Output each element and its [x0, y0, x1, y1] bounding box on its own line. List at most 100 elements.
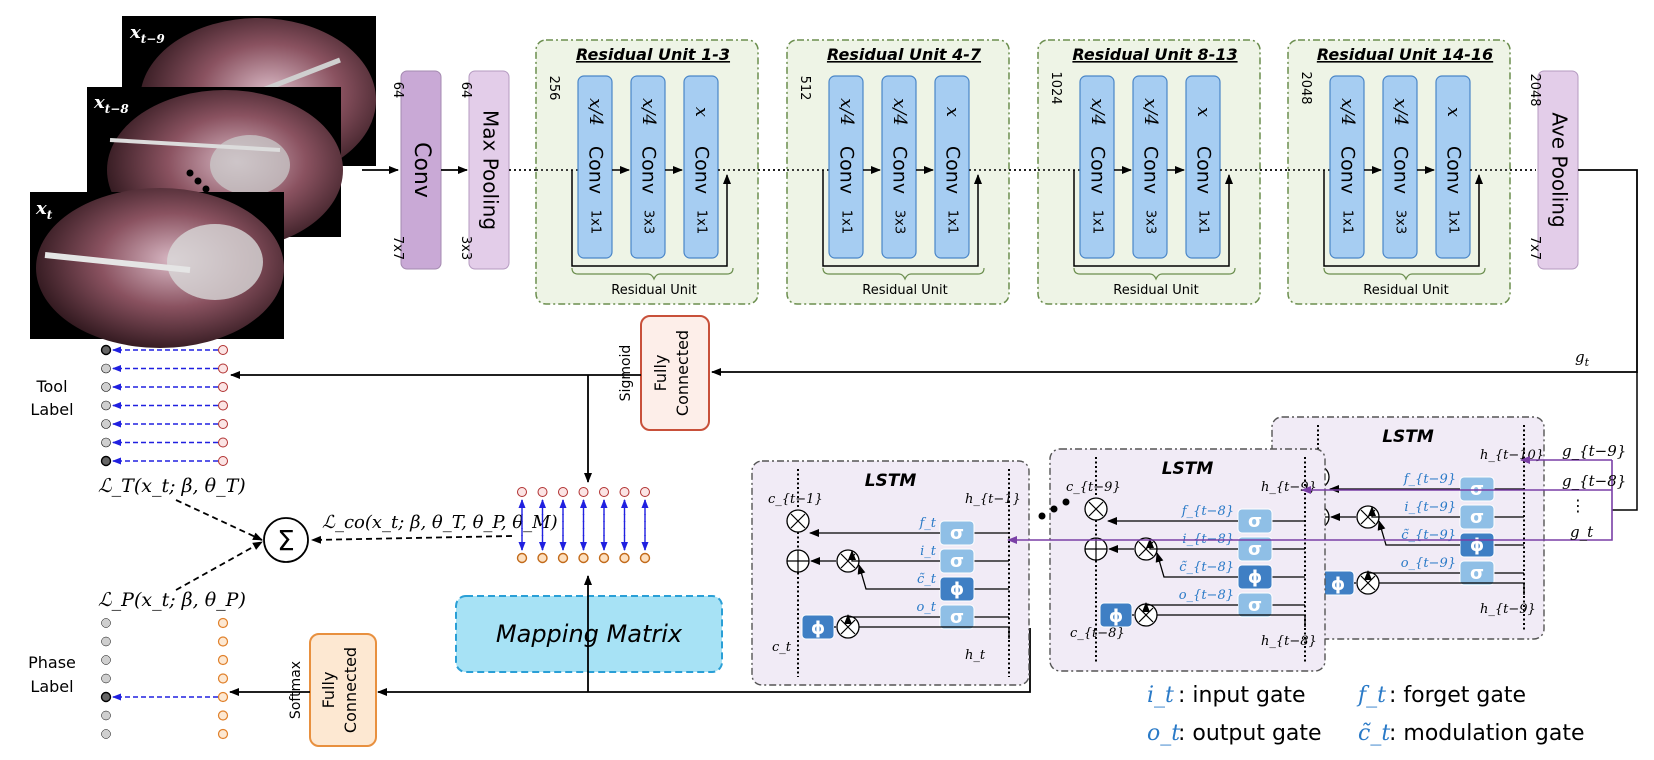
fc-tool-line1: Fully [651, 355, 670, 392]
multiply-icon [1360, 575, 1376, 591]
phi-gate-symbol: ϕ [1248, 567, 1262, 588]
conv-block-top: x/4 [1337, 98, 1358, 126]
conv-block-box [881, 75, 917, 259]
residual-brace [1323, 267, 1486, 281]
sigma-gate-symbol: σ [1248, 511, 1262, 532]
cell-out-label: c_t [772, 640, 792, 655]
sigma-gate-symbol: σ [950, 607, 964, 628]
input-arrow [1146, 538, 1238, 550]
co-tool-node [578, 487, 589, 497]
conv-block-top: x/4 [1087, 98, 1108, 126]
sigma-gate-symbol: σ [1470, 507, 1484, 528]
tool-gt-node [101, 400, 111, 411]
legend-sym-0: i_t [1147, 683, 1174, 708]
conv-block-name: Conv [889, 146, 911, 194]
conv-layer: Conv 64 7x7 [390, 70, 442, 270]
hidden-out-line [1379, 582, 1525, 595]
sigma-gate-symbol: σ [950, 551, 964, 572]
lstm-cell-1: LSTMσf_{t−8}σi_{t−8}ϕc̃_{t−8}σo_{t−8}ϕc_… [1049, 448, 1326, 672]
co-tool-node [599, 487, 609, 497]
cell-in-label: c_{t−1} [768, 492, 823, 507]
conv-block-top: x [1443, 107, 1464, 117]
conv-block-size: 1x1 [839, 210, 854, 234]
residual-unit-title: Residual Unit 8-13 [1072, 45, 1237, 64]
legend-text-2: : output gate [1178, 721, 1322, 746]
tool-gt-node [100, 344, 112, 356]
cell-phi-symbol: ϕ [811, 618, 825, 639]
lstm-to-fc-line [377, 628, 1031, 696]
frame-label-sub: t [47, 208, 53, 222]
conv-block-box [1435, 75, 1471, 259]
conv-block-box [683, 75, 719, 259]
tool-pred-node [218, 437, 228, 448]
loss-tool: ℒ_T(x_t; β, θ_T) [98, 475, 246, 497]
gate-label: c̃_t [917, 572, 937, 587]
conv-block-name: Conv [1443, 146, 1465, 194]
legend-sym-3: c̃_t [1358, 721, 1390, 746]
co-tool-node [517, 487, 527, 497]
skip-connection [1323, 170, 1483, 267]
conv-block-name: Conv [1390, 146, 1412, 194]
add-icon [787, 550, 809, 572]
phase-pred-node [217, 617, 229, 629]
conv-block-name: Conv [836, 146, 858, 194]
conv-block-name: Conv [1140, 146, 1162, 194]
conv-block-top: x/4 [638, 98, 659, 126]
co-tool-node [640, 487, 650, 497]
tool-gt-node [100, 455, 112, 467]
conv-block-size: 3x3 [1143, 210, 1158, 234]
conv-block-box [828, 75, 864, 259]
hidden-out-line [1157, 614, 1306, 627]
frame-label-sub: t−8 [105, 102, 130, 116]
phase-gt-node [100, 691, 112, 703]
co-phase-node [639, 552, 651, 564]
residual-brace [1073, 267, 1236, 281]
fc-phase-activation: Softmax [288, 661, 304, 719]
gate-label: o_t [916, 600, 936, 615]
phi-gate-symbol: ϕ [950, 579, 964, 600]
residual-unit-footer: Residual Unit [1113, 283, 1199, 298]
frame-t: xt [30, 188, 284, 348]
co-occurrence-nodes [516, 487, 651, 564]
gate-label: i_{t−9} [1404, 500, 1456, 515]
multiply-icon [840, 619, 856, 635]
conv-block-name: Conv [638, 146, 660, 194]
lstm-title: LSTM [1162, 459, 1214, 479]
tool-gt-node [101, 363, 111, 374]
gate-label: f_{t−8} [1181, 504, 1234, 519]
maxpool-kernel: 3x3 [458, 236, 473, 260]
hidden-out-line [859, 626, 1010, 639]
skip-connection [571, 170, 731, 267]
phase-pred-node [217, 673, 229, 684]
residual-unit-footer: Residual Unit [1363, 283, 1449, 298]
conv-block-top: x/4 [1140, 98, 1161, 126]
conv-block-top: x [942, 107, 963, 117]
conv-block-size: 3x3 [1393, 210, 1408, 234]
svg-text:xt−9: xt−9 [129, 22, 165, 46]
residual-unit-title: Residual Unit 4-7 [827, 45, 982, 64]
phase-gt-node [101, 673, 111, 684]
maxpool-channels: 64 [458, 82, 473, 99]
residual-brace [822, 267, 985, 281]
co-phase-node [516, 552, 528, 564]
avepool-kernel: 7x7 [1527, 236, 1542, 260]
phase-label-line1: Phase [28, 653, 76, 672]
conv-block-name: Conv [1087, 146, 1109, 194]
residual-unit-channels: 256 [546, 76, 561, 101]
conv-block-name: Conv [1337, 146, 1359, 194]
sigma-gate-symbol: σ [1248, 595, 1262, 616]
frame-label-main: x [93, 92, 105, 113]
lstm-input-0: g_{t−9} [1562, 442, 1626, 460]
conv-block-box [1329, 75, 1365, 259]
co-phase-node [619, 552, 630, 564]
lstm-cell-0: LSTMσf_tσi_tϕc̃_tσo_tϕc_{t−1}c_th_{t−1}h… [751, 460, 1030, 686]
co-tool-node [537, 487, 548, 497]
co-phase-node [557, 552, 569, 564]
tool-pred-node [218, 345, 228, 355]
